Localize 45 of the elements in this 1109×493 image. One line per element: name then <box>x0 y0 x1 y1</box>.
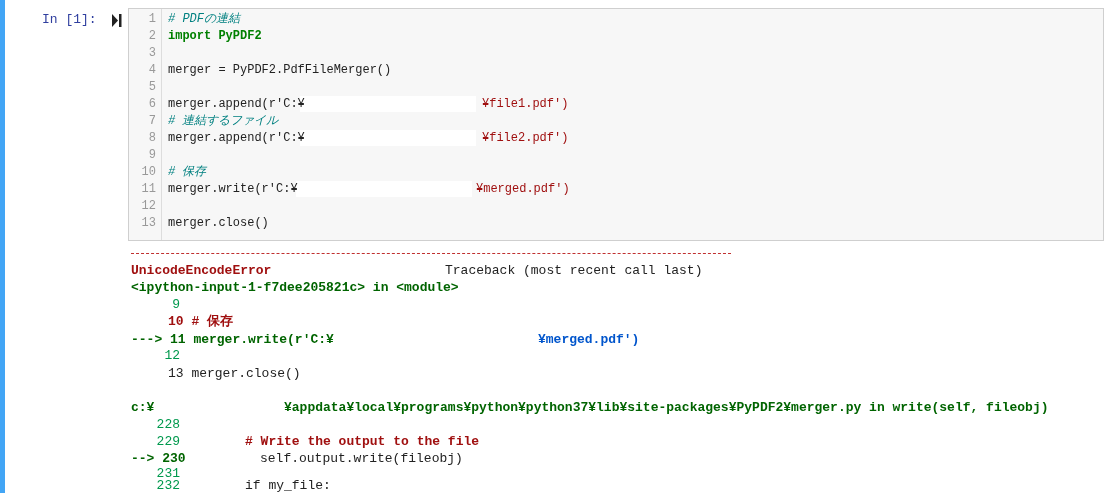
line-number: 1 <box>147 12 156 27</box>
traceback-line: 13 merger.close() <box>168 366 301 381</box>
traceback-line: --> 230 <box>131 451 186 466</box>
line-number: 13 <box>140 216 156 231</box>
line-number: 11 <box>140 182 156 197</box>
line-number: 5 <box>147 80 156 95</box>
line-number: 232 <box>155 478 180 493</box>
code-line: merger.write(r'C:¥ <box>168 182 298 197</box>
line-number: 229 <box>155 434 180 449</box>
line-number: 9 <box>147 148 156 163</box>
line-number: 10 <box>140 165 156 180</box>
line-number: 9 <box>171 297 180 312</box>
code-line: ¥merged.pdf') <box>476 182 570 197</box>
traceback-line: # Write the output to the file <box>245 434 480 449</box>
code-line: merger = PyPDF2.PdfFileMerger() <box>168 63 392 78</box>
traceback-line: ---> 11 merger.write(r'C:¥ <box>131 332 334 347</box>
error-name: UnicodeEncodeError <box>131 263 272 278</box>
code-line: ¥file2.pdf') <box>482 131 569 146</box>
code-line: ¥file1.pdf') <box>482 97 569 112</box>
traceback-line: if my_file: <box>245 478 331 493</box>
line-number: 7 <box>147 114 156 129</box>
traceback-location: ¥appdata¥local¥programs¥python¥python37¥lib¥site-packages¥PyPDF2¥merger.py in write(self, fileobj) <box>284 400 1049 415</box>
traceback-header: Traceback (most recent call last) <box>445 263 703 278</box>
code-line: # 連結するファイル <box>168 114 279 129</box>
code-line: # PDFの連結 <box>168 12 240 27</box>
traceback-location: <ipython-input-1-f7dee205821c> in <module> <box>131 280 459 295</box>
code-line: import PyPDF2 <box>168 29 262 44</box>
line-number: 12 <box>140 199 156 214</box>
code-line: merger.close() <box>168 216 269 231</box>
line-number: 3 <box>147 46 156 61</box>
line-number: 4 <box>147 63 156 78</box>
line-number: 12 <box>163 348 180 363</box>
code-line: merger.append(r'C:¥ <box>168 131 305 146</box>
traceback-location: c:¥ <box>131 400 155 415</box>
traceback-line: 10 # 保存 <box>168 314 233 329</box>
line-number: 8 <box>147 131 156 146</box>
code-line: merger.append(r'C:¥ <box>168 97 305 112</box>
code-line: # 保存 <box>168 165 207 180</box>
line-number: 231 <box>155 466 180 481</box>
line-number: 2 <box>147 29 156 44</box>
line-number: 6 <box>147 97 156 112</box>
cell-prompt: In [1]: <box>42 12 97 27</box>
traceback-line: self.output.write(fileobj) <box>260 451 463 466</box>
traceback-line: ¥merged.pdf') <box>538 332 640 347</box>
line-number: 228 <box>155 417 180 432</box>
